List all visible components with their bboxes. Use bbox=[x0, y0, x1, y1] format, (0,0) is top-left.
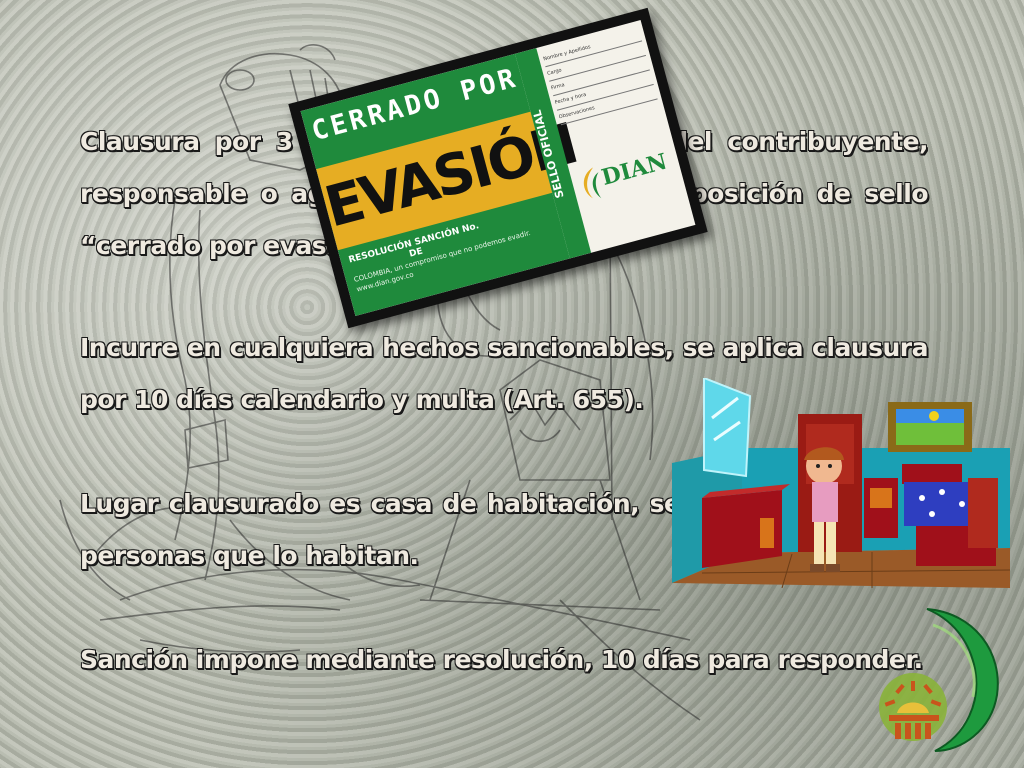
paragraph-closure-10-days: Incurre en cualquiera hechos sancionable… bbox=[80, 333, 929, 414]
cerrado-por-evasion-seal: CERRADO POR EVASIÓN RESOLUCIÓN SANCIÓN N… bbox=[288, 7, 708, 329]
seal-inner: CERRADO POR EVASIÓN RESOLUCIÓN SANCIÓN N… bbox=[300, 20, 696, 316]
room-scene-illustration bbox=[672, 378, 1010, 588]
dian-logo: DIAN bbox=[571, 136, 683, 213]
paragraph-resolution: Sanción impone mediante resolución, 10 d… bbox=[80, 645, 923, 674]
green-crescent-sun-emblem bbox=[879, 608, 999, 752]
dian-logo-text: DIAN bbox=[598, 148, 670, 191]
seal-form: Nombre y Apellidos Cargo Firma Fecha y h… bbox=[541, 26, 658, 126]
dian-swirl-icon bbox=[583, 167, 602, 199]
